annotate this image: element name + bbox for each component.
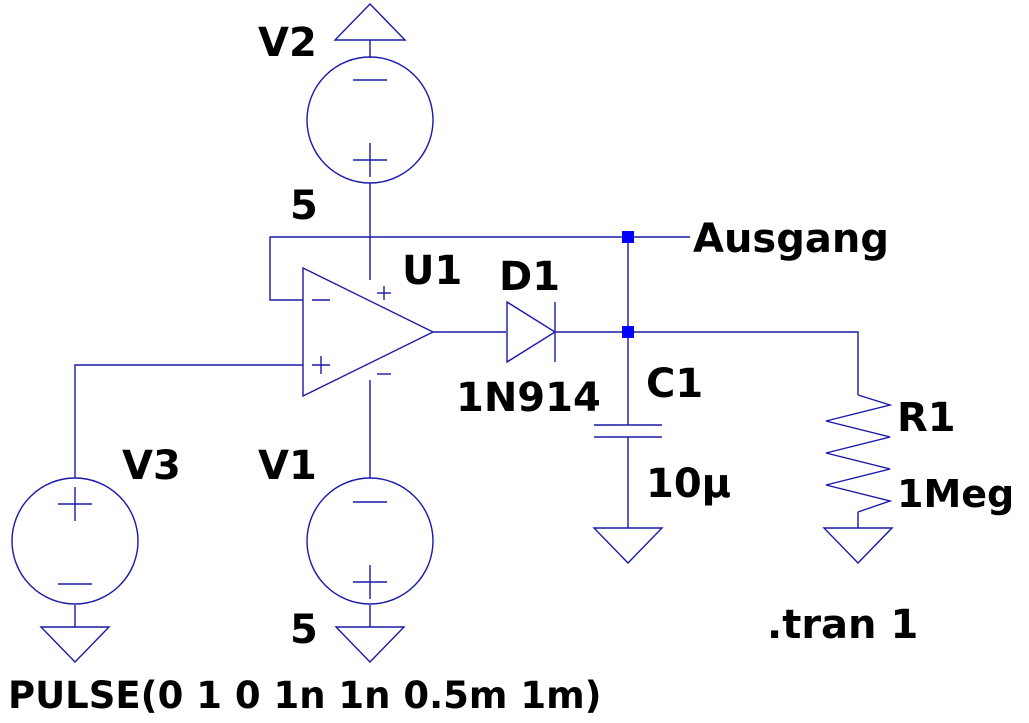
label-c1-name: C1 [646,361,703,407]
label-r1-value: 1Meg [897,472,1014,516]
spice-directive-tran[interactable]: .tran 1 [767,602,918,648]
ground-icon-r1[interactable] [822,527,894,565]
label-c1-value: 10µ [646,461,731,507]
wire-feedback [269,236,628,301]
capacitor-c1[interactable] [594,424,662,438]
opamp-u1[interactable] [302,266,435,398]
junction-ausgang[interactable] [622,231,634,243]
label-v2-name: V2 [258,20,317,66]
ground-icon-c1[interactable] [592,527,664,565]
wire-v3-to-u1-plus [74,364,303,478]
wires [74,40,859,627]
diode-d1[interactable] [506,300,557,364]
label-d1-name: D1 [499,254,560,300]
resistor-r1[interactable] [825,394,893,513]
ground-icon-v2[interactable] [333,2,407,41]
net-label-ausgang[interactable]: Ausgang [693,216,889,262]
voltage-source-v3[interactable] [11,477,139,605]
voltage-source-v1[interactable] [306,477,434,605]
ground-icon-v1[interactable] [334,626,406,664]
label-u1-name: U1 [402,248,462,294]
label-r1-name: R1 [897,395,956,441]
junction-output-node[interactable] [622,326,634,338]
ground-icon-v3[interactable] [39,626,111,664]
label-v1-name: V1 [258,443,317,489]
label-v2-value: 5 [290,183,318,229]
label-v1-value: 5 [290,607,318,653]
label-v3-name: V3 [122,443,181,489]
wire-junction-to-r1 [628,331,859,395]
label-d1-model: 1N914 [456,375,601,421]
label-v3-value: PULSE(0 1 0 1n 1n 0.5m 1m) [8,674,602,717]
voltage-source-v2[interactable] [306,56,434,184]
